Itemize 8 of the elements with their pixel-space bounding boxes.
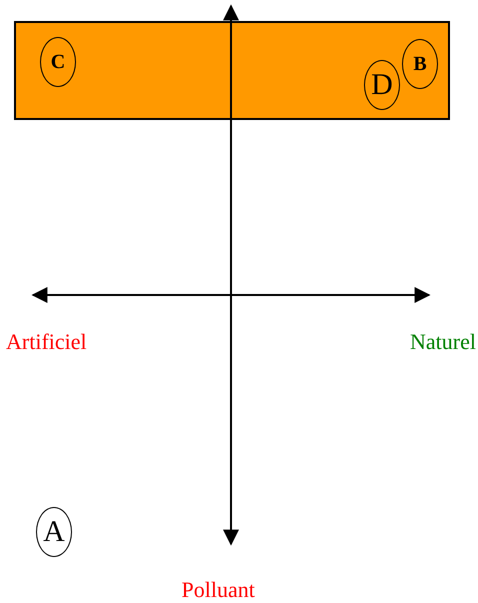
- letter-circle: C: [40, 37, 76, 87]
- letter-circle: D: [364, 60, 400, 110]
- letter-circle: A: [36, 507, 72, 557]
- letter-circle: B: [402, 39, 438, 89]
- axis-label: Naturel: [410, 331, 476, 353]
- category-band: [14, 21, 450, 120]
- axis-label: Artificiel: [6, 331, 87, 353]
- axis-label: Polluant: [182, 579, 255, 601]
